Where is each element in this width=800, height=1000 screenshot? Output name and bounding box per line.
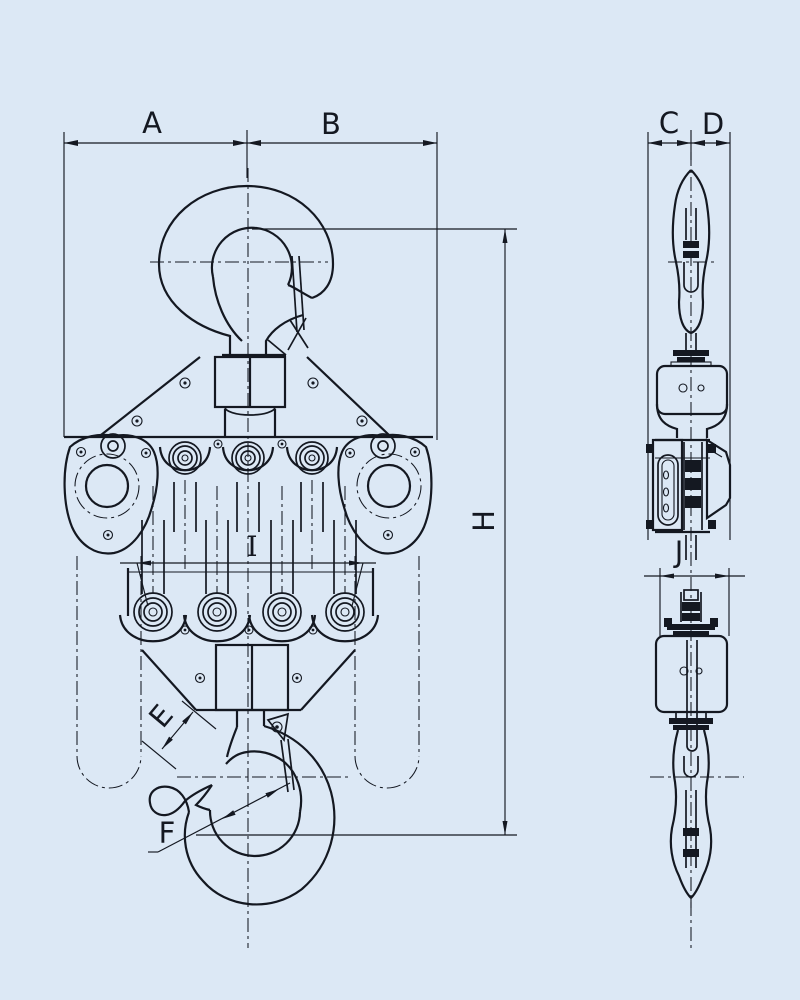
chain-falls: [141, 480, 357, 594]
bottom-hook-latch: [266, 712, 295, 793]
side-view-lower: [654, 589, 729, 908]
top-sheave-row: [158, 439, 339, 475]
dim-f: F: [148, 782, 291, 853]
dim-label-a: A: [142, 106, 162, 140]
plate-bolts: [131, 377, 368, 427]
slack-chain-loops: [76, 556, 420, 789]
dim-label-h: H: [467, 510, 501, 532]
side-top-hook: [670, 169, 712, 367]
centerlines: [150, 152, 744, 952]
side-chain-top: [664, 589, 718, 636]
top-hook-latch: [267, 255, 309, 356]
top-sheave-1: [168, 441, 202, 475]
dim-i: I: [120, 530, 376, 607]
top-sheave-3: [295, 441, 329, 475]
side-view-upper: [646, 169, 732, 560]
dim-label-e: E: [142, 698, 180, 734]
chain-lines: [141, 482, 357, 594]
side-bottom-block: [654, 634, 729, 752]
dim-label-i: I: [246, 530, 257, 563]
top-hook: [157, 184, 335, 357]
dim-label-f: F: [159, 816, 176, 850]
chain-centerlines: [152, 480, 346, 594]
dim-j: J: [644, 535, 745, 636]
dim-label-j: J: [673, 535, 684, 569]
top-sheave-2: [231, 441, 265, 475]
bottom-sheave-2: [197, 592, 237, 632]
bottom-block: [118, 568, 380, 712]
bottom-hook: [148, 710, 336, 906]
bottom-sheave-4: [325, 592, 365, 632]
right-side-plate: [337, 433, 433, 555]
dim-cd: C D: [647, 106, 731, 540]
side-body: [655, 364, 729, 438]
suspension-body: [64, 353, 433, 439]
dim-ab: A B: [63, 106, 438, 440]
side-housing: [646, 438, 732, 560]
dim-label-b: B: [321, 107, 341, 141]
front-view: [63, 184, 433, 906]
dim-h: H: [196, 228, 517, 836]
dim-label-c: C: [659, 106, 679, 140]
bottom-sheave-1: [133, 592, 173, 632]
dim-e: E: [141, 698, 217, 770]
dimensions: A B C D H: [63, 106, 745, 853]
side-bottom-hook: [669, 729, 713, 908]
dim-label-d: D: [702, 107, 724, 141]
bottom-sheave-3: [262, 592, 302, 632]
left-side-plate: [63, 433, 159, 555]
